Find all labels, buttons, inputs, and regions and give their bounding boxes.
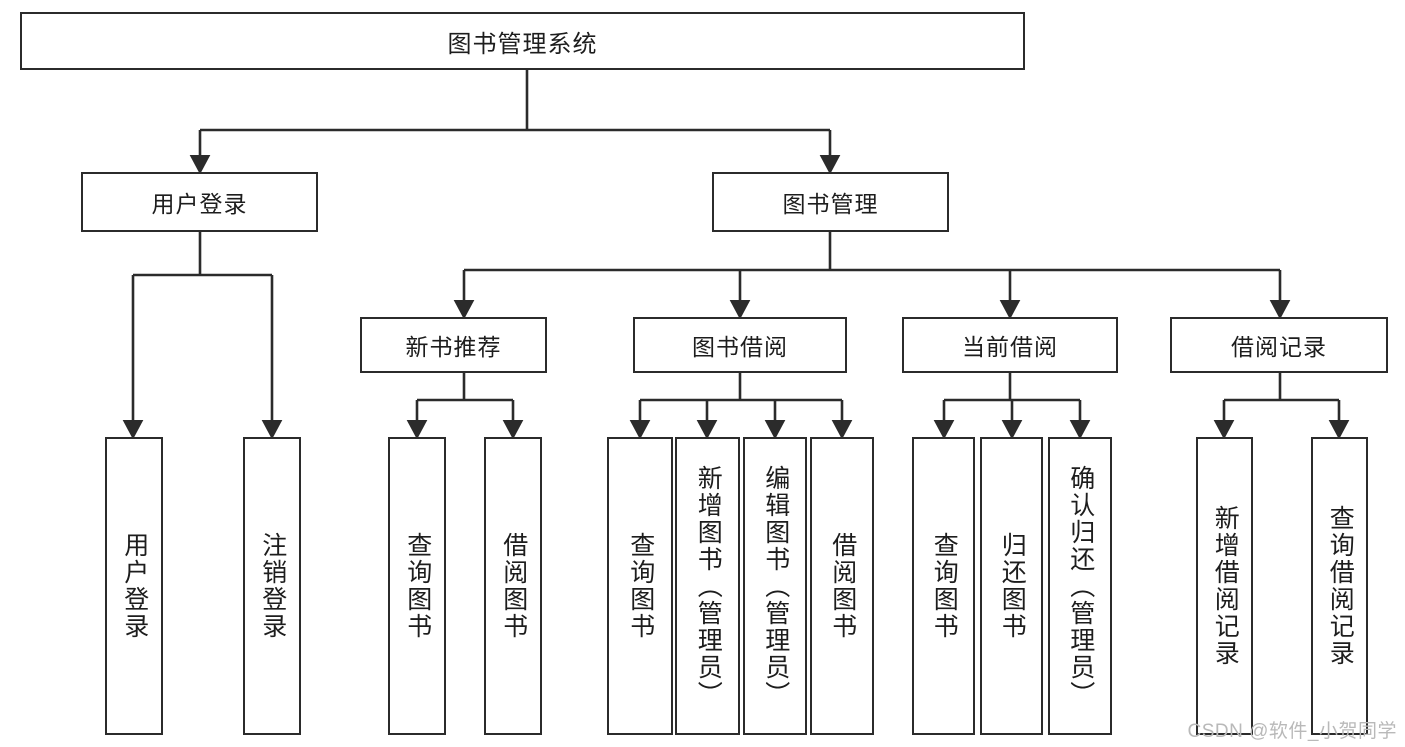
leaf-new-book-borrow[interactable]: 借阅图书: [484, 437, 542, 735]
leaf-new-book-query-label: 查询图书: [403, 532, 432, 640]
leaf-current-borrow-return[interactable]: 归还图书: [980, 437, 1043, 735]
node-current-borrow-label: 当前借阅: [962, 334, 1058, 360]
leaf-new-book-query[interactable]: 查询图书: [388, 437, 446, 735]
leaf-user-login-login[interactable]: 用户登录: [105, 437, 163, 735]
leaf-current-borrow-return-label: 归还图书: [998, 532, 1027, 640]
node-user-login-label: 用户登录: [151, 191, 248, 217]
leaf-user-login-logout[interactable]: 注销登录: [243, 437, 301, 735]
leaf-book-borrow-borrow[interactable]: 借阅图书: [810, 437, 874, 735]
node-book-borrow[interactable]: 图书借阅: [633, 317, 847, 373]
node-root-system-label: 图书管理系统: [447, 30, 598, 58]
leaf-borrow-record-add[interactable]: 新增借阅记录: [1196, 437, 1253, 735]
leaf-borrow-record-add-label: 新增借阅记录: [1211, 505, 1240, 667]
leaf-current-borrow-confirm-label: 确认归还（管理员）: [1066, 464, 1095, 708]
leaf-book-borrow-edit-label: 编辑图书（管理员）: [761, 464, 790, 708]
leaf-user-login-login-label: 用户登录: [120, 532, 149, 640]
node-borrow-record-label: 借阅记录: [1231, 334, 1327, 360]
node-new-book-recommend[interactable]: 新书推荐: [360, 317, 547, 373]
leaf-user-login-logout-label: 注销登录: [258, 532, 287, 640]
csdn-watermark: CSDN @软件_小贺同学: [1187, 721, 1397, 742]
leaf-new-book-borrow-label: 借阅图书: [499, 532, 528, 640]
node-current-borrow[interactable]: 当前借阅: [902, 317, 1118, 373]
leaf-book-borrow-borrow-label: 借阅图书: [828, 532, 857, 640]
leaf-book-borrow-query[interactable]: 查询图书: [607, 437, 673, 735]
leaf-book-borrow-edit[interactable]: 编辑图书（管理员）: [743, 437, 807, 735]
leaf-borrow-record-query[interactable]: 查询借阅记录: [1311, 437, 1368, 735]
leaf-current-borrow-query-label: 查询图书: [930, 532, 959, 640]
leaf-current-borrow-confirm[interactable]: 确认归还（管理员）: [1048, 437, 1112, 735]
leaf-book-borrow-query-label: 查询图书: [626, 532, 655, 640]
leaf-borrow-record-query-label: 查询借阅记录: [1326, 505, 1355, 667]
leaf-book-borrow-add[interactable]: 新增图书（管理员）: [675, 437, 740, 735]
node-root-system[interactable]: 图书管理系统: [20, 12, 1025, 70]
node-book-borrow-label: 图书借阅: [692, 334, 788, 360]
leaf-current-borrow-query[interactable]: 查询图书: [912, 437, 975, 735]
node-book-manage[interactable]: 图书管理: [712, 172, 949, 232]
node-new-book-recommend-label: 新书推荐: [405, 334, 502, 360]
leaf-book-borrow-add-label: 新增图书（管理员）: [694, 464, 723, 708]
node-book-manage-label: 图书管理: [782, 191, 879, 217]
node-borrow-record[interactable]: 借阅记录: [1170, 317, 1388, 373]
node-user-login[interactable]: 用户登录: [81, 172, 318, 232]
